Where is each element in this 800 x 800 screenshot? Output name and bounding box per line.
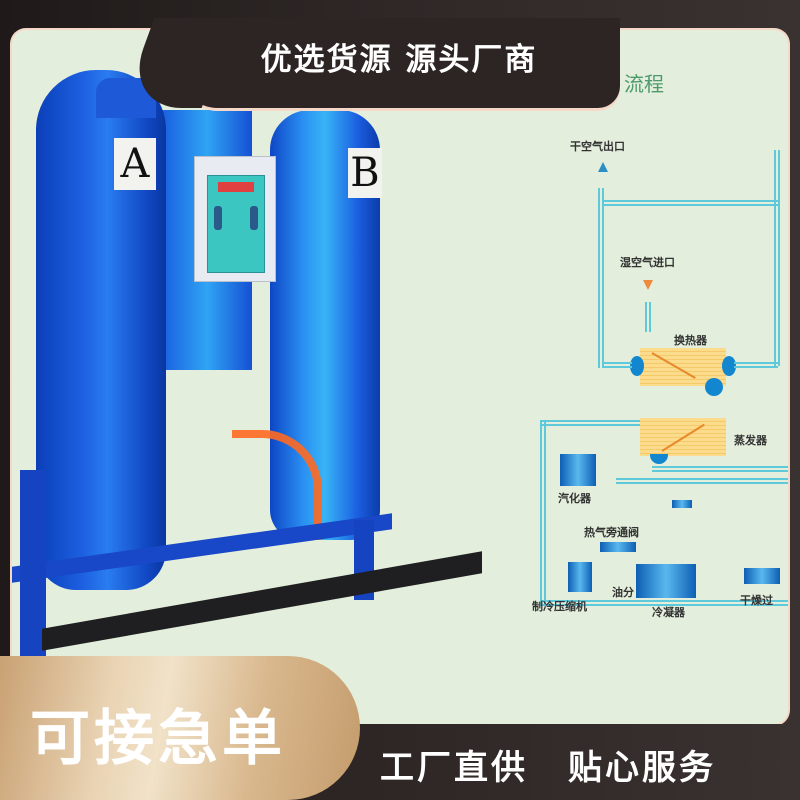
top-banner: 优选货源 源头厂商 (178, 18, 620, 108)
top-title: 优选货源 源头厂商 (260, 42, 538, 78)
pipe (540, 420, 640, 426)
pipe-node (650, 454, 668, 464)
desiccant-dryer-photo: A B (12, 30, 512, 724)
outlet-arrow-icon (598, 162, 608, 172)
pipe (645, 302, 651, 332)
label-wet-air-inlet: 湿空气进口 (620, 256, 675, 269)
condenser (636, 564, 696, 598)
urgent-order-badge: 可接急单 (0, 656, 360, 800)
bypass-valve (600, 542, 636, 552)
label-dry-filter: 干燥过 (740, 594, 773, 607)
label-oil-separator: 油分 (612, 586, 634, 599)
label-evaporator: 蒸发器 (734, 434, 767, 447)
product-panel: A B 流程 干空气出口 湿空气进口 换热器 (12, 30, 788, 724)
tank-a-label: A (114, 138, 156, 190)
label-refrigeration-compressor: 制冷压缩机 (532, 600, 587, 613)
inlet-arrow-icon (643, 280, 653, 290)
slogan: 工厂直供贴心服务 (380, 740, 716, 789)
label-heat-exchanger: 换热器 (674, 334, 707, 347)
compressor (568, 562, 592, 592)
valve (672, 500, 692, 508)
orange-cables (232, 430, 322, 540)
control-button-left (214, 206, 222, 230)
pipe (774, 150, 780, 366)
label-hot-gas-bypass-valve: 热气旁通阀 (584, 526, 639, 539)
vaporizer-vessel (560, 454, 596, 486)
pipe-node (630, 356, 644, 376)
pipe (540, 600, 788, 606)
pipe (652, 466, 788, 472)
dry-filter (744, 568, 780, 584)
diagram-title: 流程 (624, 72, 664, 96)
control-panel (194, 156, 276, 282)
process-diagram: 流程 干空气出口 湿空气进口 换热器 蒸发器 汽化器 热气旁通阀 制冷压缩机 (512, 30, 788, 724)
pipe-node (722, 356, 736, 376)
urgent-order-text: 可接急单 (30, 704, 286, 774)
control-screen (207, 175, 265, 273)
slogan-factory-direct: 工厂直供 (380, 748, 528, 788)
tank-b-label: B (348, 148, 382, 198)
pipe (540, 422, 546, 606)
pipe (734, 362, 778, 368)
label-vaporizer: 汽化器 (558, 492, 591, 505)
pipe-node (705, 378, 723, 396)
label-dry-air-outlet: 干空气出口 (570, 140, 625, 153)
pipe (598, 188, 604, 368)
slogan-service: 贴心服务 (568, 748, 716, 788)
pipe (616, 478, 788, 484)
led-display (218, 182, 254, 192)
label-condenser: 冷凝器 (652, 606, 685, 619)
pipe (602, 200, 778, 206)
pipe (602, 362, 632, 368)
control-button-right (250, 206, 258, 230)
